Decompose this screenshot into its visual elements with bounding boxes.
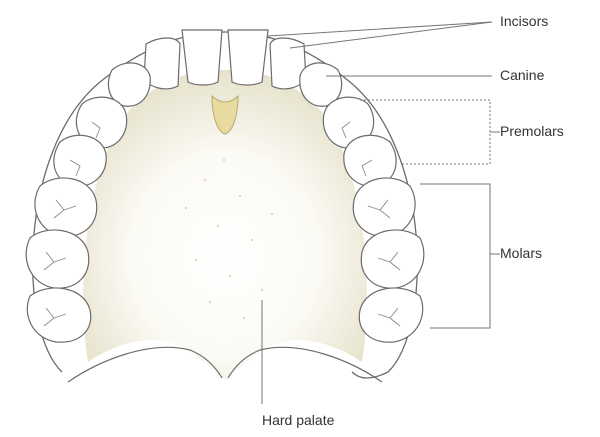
label-molars: Molars bbox=[500, 245, 542, 261]
tooth-molar-3-right bbox=[359, 288, 422, 342]
tooth-molar-1-left bbox=[35, 178, 97, 236]
tooth-molar-1-right bbox=[353, 178, 415, 236]
leader-incisors-b bbox=[290, 22, 492, 48]
tooth-incisor-central-right bbox=[228, 30, 268, 85]
label-hard-palate: Hard palate bbox=[262, 412, 334, 428]
tooth-incisor-central-left bbox=[182, 30, 222, 85]
bracket-molars bbox=[420, 184, 490, 328]
tooth-molar-3-left bbox=[27, 288, 90, 342]
label-premolars: Premolars bbox=[500, 123, 564, 139]
label-incisors: Incisors bbox=[500, 13, 548, 29]
leader-incisors-a bbox=[268, 22, 492, 36]
label-canine: Canine bbox=[500, 67, 544, 83]
tooth-molar-2-left bbox=[26, 230, 89, 288]
